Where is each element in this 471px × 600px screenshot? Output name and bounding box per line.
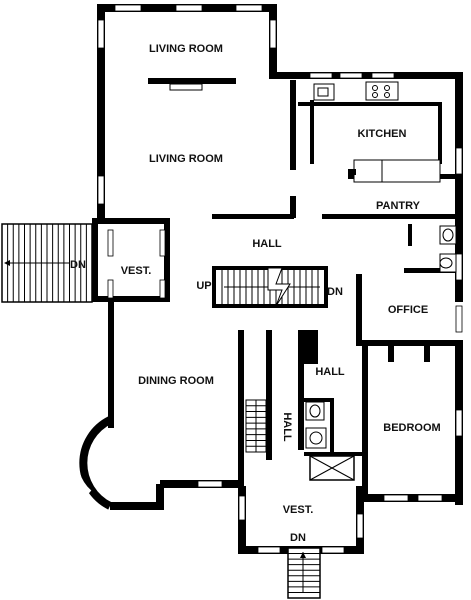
room-label-kitchen: KITCHEN (358, 128, 407, 140)
kitchen-fixtures (313, 81, 441, 183)
room-label-living-room-upper: LIVING ROOM (149, 43, 223, 55)
stair-label-center-down: DN (327, 286, 343, 298)
stair-hall (245, 399, 267, 453)
stair-label-west-down: DN (70, 259, 86, 271)
stair-south (287, 547, 321, 599)
stair-label-south-down: DN (290, 532, 306, 544)
room-label-vestibule-west: VEST. (121, 265, 152, 277)
room-label-vestibule-south: VEST. (283, 504, 314, 516)
fireplace (148, 78, 236, 91)
room-label-hall-east: HALL (315, 366, 345, 378)
room-label-hall-main: HALL (252, 238, 282, 250)
stair-label-center-up: UP (196, 280, 211, 292)
stair-west (1, 223, 93, 303)
room-label-living-room-lower: LIVING ROOM (149, 153, 223, 165)
room-label-office: OFFICE (388, 304, 428, 316)
stair-center (221, 267, 320, 307)
windows (97, 4, 463, 554)
bath-fixtures (305, 225, 457, 481)
room-label-pantry: PANTRY (376, 200, 421, 212)
room-label-bedroom: BEDROOM (383, 422, 440, 434)
room-label-dining-room: DINING ROOM (138, 375, 214, 387)
room-label-hall-vertical: HALL (281, 412, 293, 442)
bay-window (74, 416, 164, 510)
